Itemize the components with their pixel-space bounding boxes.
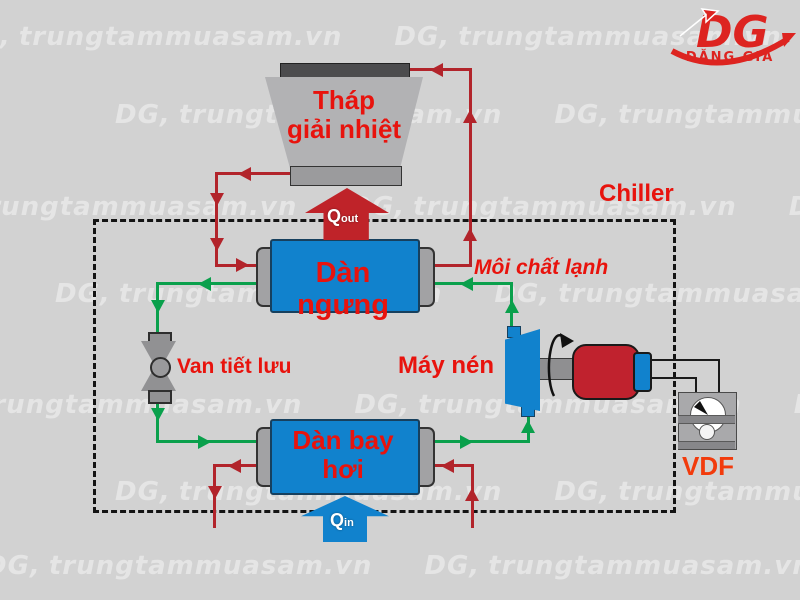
compressor-body [505,329,540,411]
cooling-tower-label-line2: giải nhiệt [286,114,402,145]
q-in-subscript: in [344,517,354,529]
watermark-text: DG,trungtammuasam.vn [789,192,800,222]
motor-body [572,344,640,400]
watermark-text: DG,trungtammuasam.vn [424,551,800,581]
flow-arrow-up [521,420,535,433]
watermark-row: DG,trungtammuasam.vn DG,trungtammuasam.vn… [0,192,800,222]
chiller-label: Chiller [599,180,674,207]
flow-arrow-up [463,228,477,241]
flow-arrow-down [151,300,165,313]
watermark-text: DG,trungtammuasam.vn [394,22,782,52]
flow-arrow-down [210,193,224,206]
flow-arrow-left [228,459,241,473]
cooling-tower-label: Tháp giải nhiệt [265,85,423,145]
evaporator-body [270,419,420,495]
condenser-body [270,239,420,313]
flow-arrow-up [465,488,479,501]
motor-terminal-cap [633,352,652,392]
flow-arrow-down [208,486,222,499]
watermark-row: DG,trungtammuasam.vnDG,trungtammuasam.vn… [0,390,800,420]
cooling-tower-body [265,77,423,168]
expansion-valve-bottom-stub [148,390,172,404]
refrigerant-label: Môi chất lạnh [474,256,609,279]
vdf-bottom-strip [678,441,735,449]
expansion-valve-label: Van tiết lưu [177,355,292,378]
watermark-text: DG,trungtammuasam.vn [554,477,800,507]
q-out-label: Qout [327,206,358,227]
watermark-text: DG,trungtammuasam.vn [494,279,800,309]
q-in-label: Qin [330,510,354,531]
vdf-wire-top [648,359,720,361]
watermark-text: DG,trungtammuasam.vn [0,192,298,222]
vdf-wire-top-drop [718,359,720,393]
vdf-label: VDF [682,451,734,481]
expansion-valve-ball [150,357,171,378]
condenser-label: Dàn ngưng [297,257,389,322]
logo-swoosh-tip [782,33,796,47]
vdf-gauge-needle [694,401,708,415]
dang-gia-logo-graphic: DG ĐẶNG GIA [670,7,796,66]
flow-arrow-right [460,435,473,449]
cooling-tower-label-line1: Tháp [312,85,376,115]
flow-arrow-left [238,167,251,181]
flow-arrow-up [505,300,519,313]
vdf-knob [699,424,715,440]
flow-arrow-right [198,435,211,449]
evaporator-label-line1: Dàn bay [292,425,394,455]
vdf-band [678,415,735,424]
flow-arrow-left [460,277,473,291]
watermark-row: DG,trungtammuasam.vnDG,trungtammuasam.vn… [115,100,800,130]
compressor-label: Máy nén [398,352,495,379]
pipe-tower-return-riser [469,68,472,267]
watermark-text: DG,trungtammuasam.vn [0,551,373,581]
q-out-subscript: out [341,213,359,225]
watermark-row: DG,trungtammuasam.vn DG,trungtammuasam.vn… [0,22,800,52]
rotation-arrow-icon [547,333,574,397]
chiller-boundary-box [93,219,676,513]
flow-arrow-down [151,408,165,421]
q-in-symbol: Q [330,510,345,530]
flow-arrow-left [198,277,211,291]
pipe-tower-outlet [218,172,292,175]
pipe-refrigerant-suction [429,440,530,443]
logo-arrow-icon [679,8,720,37]
flow-arrow-left [430,63,443,77]
dang-gia-logo: DG ĐẶNG GIA [662,3,798,71]
flow-arrow-down [210,238,224,251]
q-out-symbol: Q [327,206,342,226]
cooling-tower-base [290,166,402,186]
logo-swoosh [670,36,790,66]
logo-name: ĐẶNG GIA [686,49,775,65]
watermark-text: DG,trungtammuasam.vn [554,100,800,130]
vdf-wire-bottom-drop [695,377,697,393]
flow-arrow-up [463,110,477,123]
pipe-tower-down [215,172,218,267]
flow-arrow-left [441,459,454,473]
watermark-text: DG,trungtammuasam.vn [349,192,737,222]
evaporator-label: Dàn bay hơi [270,425,416,485]
evaporator-label-line2: hơi [322,454,364,485]
watermark-text: DG,trungtammuasam.vn [794,390,800,420]
vdf-wire-bottom [648,377,697,379]
watermark-text: DG,trungtammuasam.vn [0,22,343,52]
watermark-row: DG,trungtammuasam.vn DG,trungtammuasam.vn… [0,551,800,581]
flow-arrow-right [236,258,249,272]
pipe-condenser-outlet [429,264,472,267]
